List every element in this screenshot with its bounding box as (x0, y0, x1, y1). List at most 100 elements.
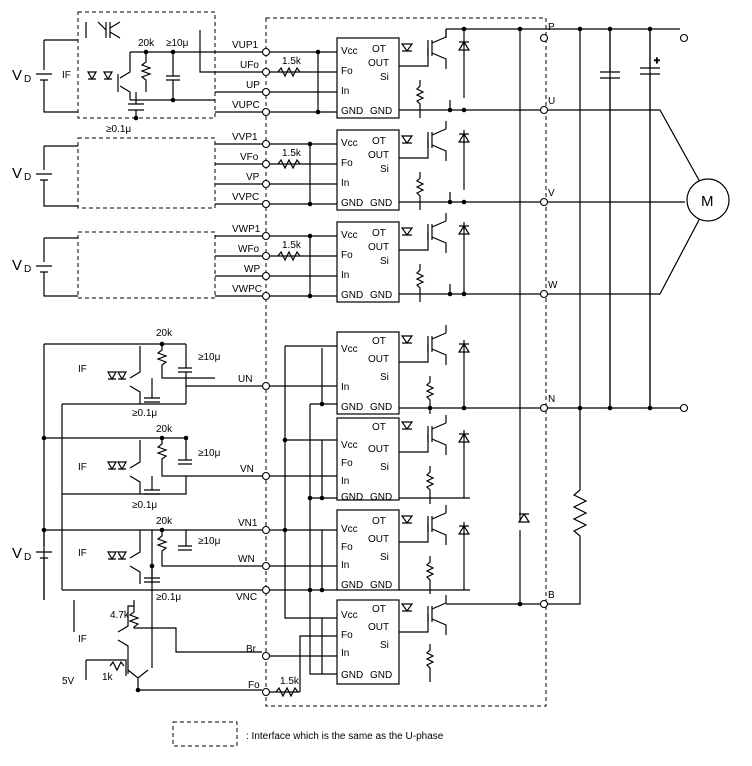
svg-text:M: M (701, 193, 714, 210)
svg-text:WN: WN (238, 554, 255, 565)
svg-text:1.5k: 1.5k (282, 148, 302, 159)
svg-text:GND: GND (370, 492, 392, 503)
svg-text:GND: GND (370, 670, 392, 681)
svg-text:≥0.1μ: ≥0.1μ (156, 592, 181, 603)
output-terminals (539, 33, 689, 609)
svg-text:GND: GND (370, 580, 392, 591)
driver-ic-u-low: Vcc In GND OT OUT Si GND (336, 331, 400, 415)
svg-text:+: + (654, 56, 660, 67)
svg-text:GND: GND (341, 492, 363, 503)
svg-text:OUT: OUT (368, 622, 389, 633)
svg-text:In: In (341, 86, 349, 97)
svg-text:IF: IF (78, 462, 87, 473)
svg-text:Vcc: Vcc (341, 344, 358, 355)
fwd-w-low (457, 522, 471, 590)
svg-text:WFo: WFo (238, 244, 260, 255)
junction-dots (41, 26, 653, 693)
vd-supply-lower (36, 530, 52, 600)
svg-text:1.5k: 1.5k (282, 240, 302, 251)
svg-text:20k: 20k (138, 38, 155, 49)
svg-text:IF: IF (78, 634, 87, 645)
svg-text:≥10μ: ≥10μ (198, 536, 221, 547)
terminal-u: U (548, 96, 555, 107)
svg-text:1.5k: 1.5k (280, 676, 300, 687)
svg-text:GND: GND (370, 198, 392, 209)
svg-text:OUT: OUT (368, 534, 389, 545)
terminal-p: P (548, 22, 555, 33)
svg-text:In: In (341, 476, 349, 487)
svg-text:In: In (341, 270, 349, 281)
svg-text:In: In (341, 648, 349, 659)
brake-diode (517, 512, 531, 523)
svg-text:Si: Si (380, 372, 389, 383)
svg-text:D: D (24, 74, 31, 85)
svg-text:Vcc: Vcc (341, 610, 358, 621)
svg-text:Si: Si (380, 640, 389, 651)
svg-text:VUPC: VUPC (232, 100, 260, 111)
legend-box (172, 721, 238, 747)
svg-text:≥0.1μ: ≥0.1μ (132, 500, 157, 511)
ot-indicator-diodes (400, 43, 414, 613)
dc-link-capacitors: + (600, 29, 661, 408)
svg-text:VNC: VNC (236, 592, 257, 603)
svg-text:Vcc: Vcc (341, 46, 358, 57)
svg-text:GND: GND (341, 670, 363, 681)
svg-text:OT: OT (372, 604, 386, 615)
svg-text:GND: GND (341, 290, 363, 301)
vd-supplies-upper (36, 39, 78, 297)
svg-text:VUP1: VUP1 (232, 40, 259, 51)
svg-text:Fo: Fo (341, 458, 353, 469)
svg-text:VVP1: VVP1 (232, 132, 258, 143)
svg-text:Vcc: Vcc (341, 138, 358, 149)
driver-ic-v-high: Vcc Fo In GND OT OUT Si GND (336, 129, 400, 211)
fwd-v-low (457, 430, 471, 498)
igbt-array (399, 29, 471, 635)
svg-text:In: In (341, 560, 349, 571)
svg-text:Fo: Fo (341, 630, 353, 641)
terminal-w: W (548, 280, 558, 291)
svg-text:OUT: OUT (368, 58, 389, 69)
svg-text:Br: Br (246, 644, 257, 655)
svg-text:OT: OT (372, 336, 386, 347)
svg-text:20k: 20k (156, 516, 173, 527)
driver-ic-w-high: Vcc Fo In GND OT OUT Si GND (336, 221, 400, 303)
svg-text:V: V (12, 257, 22, 274)
svg-text:UFo: UFo (240, 60, 259, 71)
lower-interface-un (43, 343, 262, 438)
brake-resistor (572, 489, 588, 565)
svg-text:V: V (12, 165, 22, 182)
svg-text:GND: GND (370, 402, 392, 413)
svg-text:GND: GND (341, 106, 363, 117)
svg-text:VWP1: VWP1 (232, 224, 261, 235)
svg-text:GND: GND (341, 198, 363, 209)
svg-text:OT: OT (372, 422, 386, 433)
svg-text:OT: OT (372, 516, 386, 527)
svg-text:Si: Si (380, 72, 389, 83)
v-phase-interface-outline (77, 137, 216, 209)
svg-text:GND: GND (341, 402, 363, 413)
svg-text:Si: Si (380, 164, 389, 175)
svg-text:≥0.1μ: ≥0.1μ (106, 124, 131, 135)
svg-text:OT: OT (372, 228, 386, 239)
svg-text:IF: IF (62, 70, 71, 81)
sense-resistors (415, 80, 435, 682)
driver-ic-u-high: Vcc Fo In GND OT OUT Si GND (336, 37, 400, 119)
svg-text:VN: VN (240, 464, 254, 475)
svg-text:UP: UP (246, 80, 260, 91)
svg-text:VN1: VN1 (238, 518, 258, 529)
svg-text:Vcc: Vcc (341, 230, 358, 241)
signal-labels: VUP1 UFo UP VUPC VVP1 VFo VP VVPC VWP1 W… (232, 40, 262, 691)
lower-interface-vn (44, 437, 262, 495)
svg-text:20k: 20k (156, 424, 173, 435)
svg-text:VFo: VFo (240, 152, 259, 163)
fwd-u-low (457, 340, 471, 408)
svg-text:D: D (24, 172, 31, 183)
svg-text:VWPC: VWPC (232, 284, 262, 295)
svg-text:4.7k: 4.7k (110, 610, 130, 621)
fwd-w-high (457, 222, 471, 294)
